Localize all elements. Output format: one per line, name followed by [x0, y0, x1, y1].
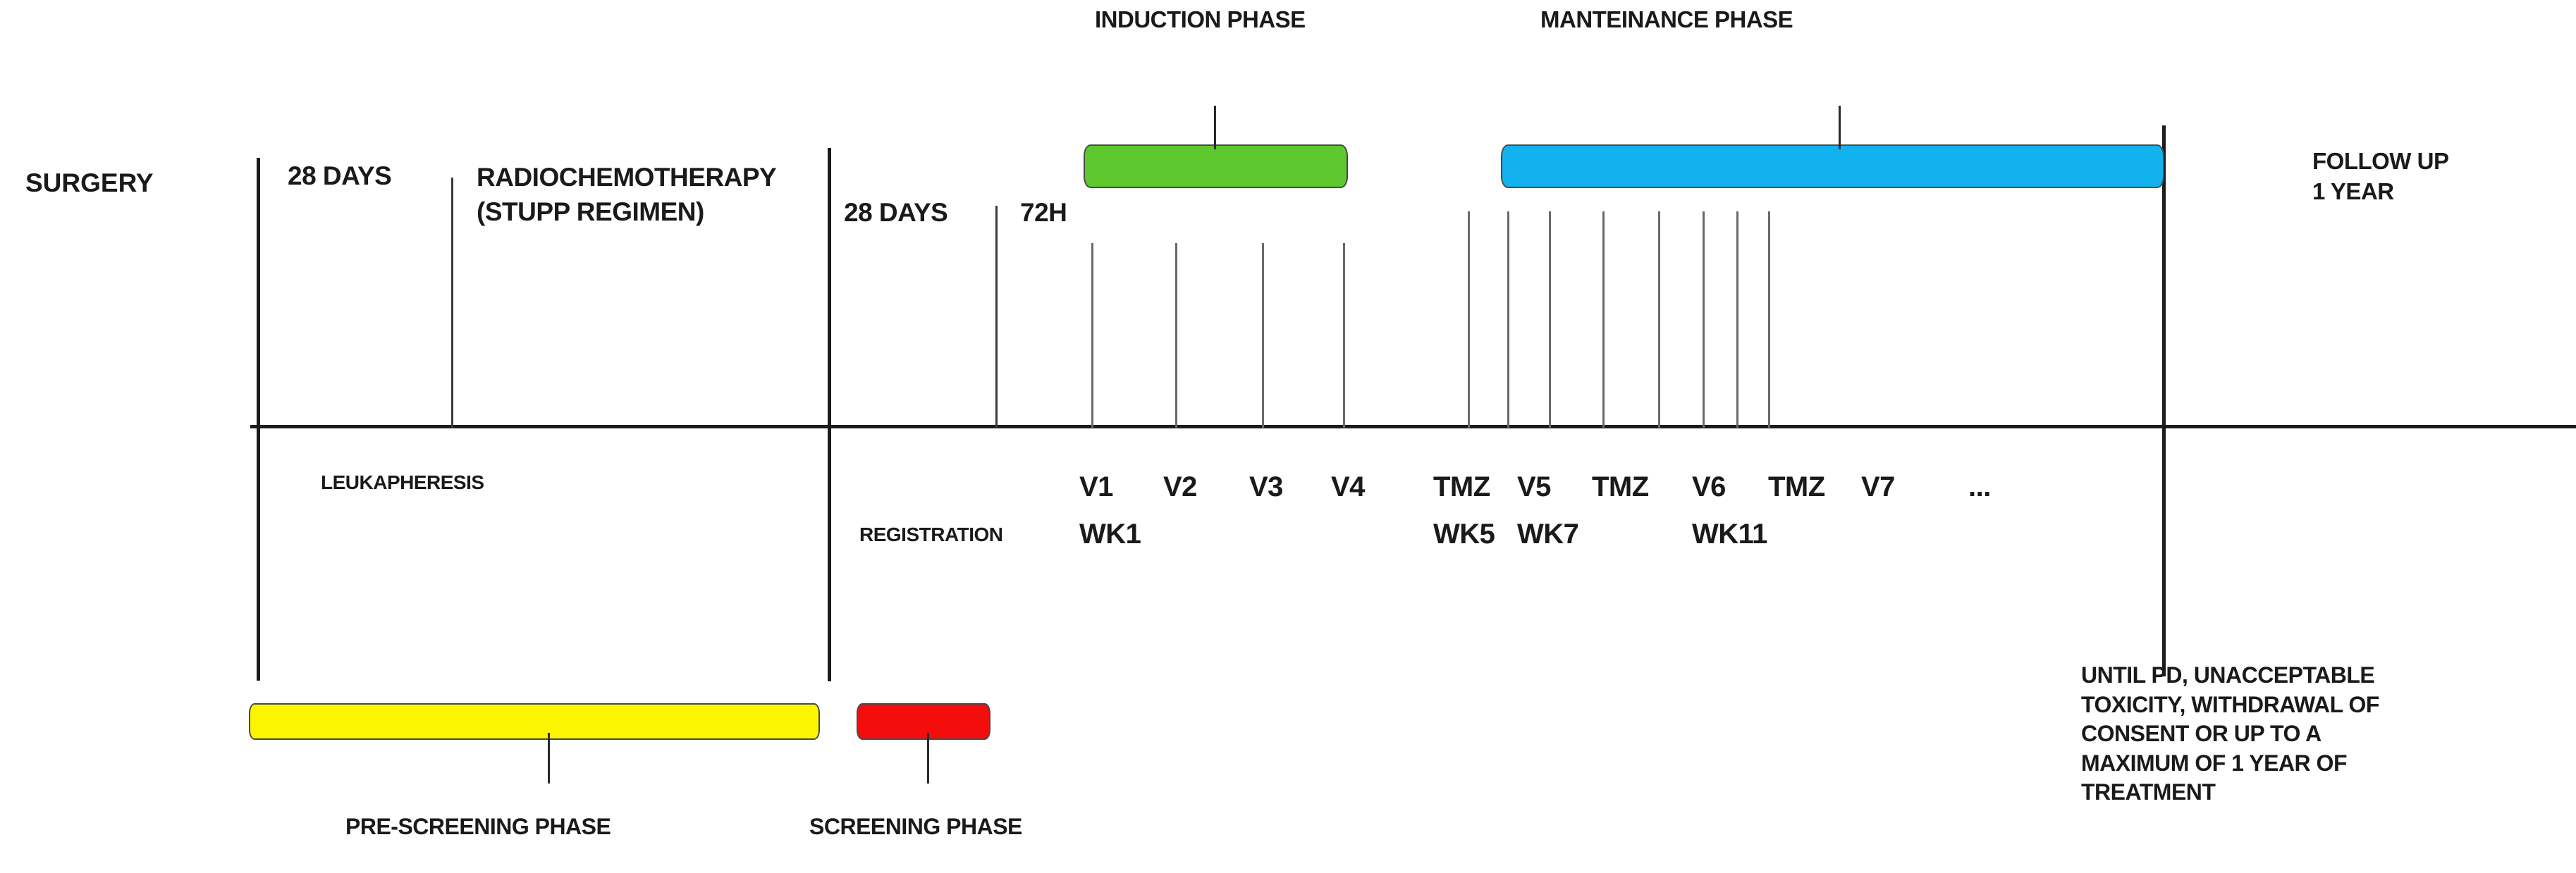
tick-extra-1 — [1736, 211, 1738, 428]
divider-leukapheresis — [451, 178, 453, 428]
timeline-axis — [250, 425, 2576, 428]
screening-pointer-stem — [927, 733, 929, 784]
visit-label-v1: V1 — [1079, 471, 1113, 502]
divider-surgery — [257, 158, 260, 681]
tick-v7 — [1703, 211, 1705, 428]
tick-tmz-1 — [1468, 211, 1470, 428]
visit-sublabel-v5: WK7 — [1517, 519, 1579, 550]
induction-phase-title: INDUCTION PHASE — [1095, 6, 1306, 32]
divider-end-of-treatment — [2162, 125, 2166, 676]
visit-label-v7: V7 — [1861, 471, 1895, 502]
end-note-line2: TOXICITY, WITHDRAWAL OF — [2081, 691, 2379, 717]
tick-v2 — [1175, 243, 1177, 428]
visit-sublabel-tmz-1: WK5 — [1433, 519, 1495, 550]
visit-label-v3: V3 — [1249, 471, 1283, 502]
visit-label-v4: V4 — [1331, 471, 1365, 502]
visit-label-v2: V2 — [1163, 471, 1197, 502]
end-note-line1: UNTIL PD, UNACCEPTABLE — [2081, 662, 2375, 688]
end-note-line3: CONSENT OR UP TO A — [2081, 721, 2322, 747]
maintenance-phase-pointer-stem — [1839, 106, 1841, 149]
visit-sublabel-v6: WK11 — [1692, 519, 1767, 550]
segment-label-radiochemotherapy-line2: (STUPP REGIMEN) — [477, 197, 704, 226]
follow-up-line2: 1 YEAR — [2312, 178, 2394, 204]
tick-v1 — [1091, 243, 1093, 428]
maintenance-phase-bar — [1501, 144, 2164, 188]
screening-phase-bar — [857, 703, 990, 740]
visit-sublabel-v1: WK1 — [1079, 519, 1141, 550]
follow-up-line1: FOLLOW UP — [2312, 148, 2449, 174]
tick-v5 — [1507, 211, 1509, 428]
leukapheresis-label: LEUKAPHERESIS — [321, 471, 484, 493]
end-note-line5: TREATMENT — [2081, 779, 2216, 805]
visit-label-v6: V6 — [1692, 471, 1726, 502]
segment-label-72h: 72H — [1020, 198, 1067, 227]
divider-72h-start — [995, 206, 998, 428]
maintenance-phase-title: MANTEINANCE PHASE — [1540, 6, 1793, 32]
timeline-start-label-surgery: SURGERY — [25, 168, 154, 197]
pre-screening-pointer-stem — [548, 733, 550, 784]
segment-label-28-days-1: 28 DAYS — [288, 161, 392, 190]
segment-label-28-days-2: 28 DAYS — [844, 198, 948, 227]
screening-phase-caption: SCREENING PHASE — [809, 814, 1022, 839]
visit-label-v5: V5 — [1517, 471, 1551, 502]
end-of-treatment-note: UNTIL PD, UNACCEPTABLE TOXICITY, WITHDRA… — [2081, 661, 2379, 807]
tick-v6 — [1602, 211, 1605, 428]
pre-screening-phase-caption: PRE-SCREENING PHASE — [345, 814, 611, 839]
tick-extra-2 — [1768, 211, 1770, 428]
tick-tmz-3 — [1658, 211, 1660, 428]
tick-v4 — [1343, 243, 1345, 428]
pre-screening-phase-bar — [249, 703, 820, 740]
tick-v3 — [1262, 243, 1264, 428]
divider-registration — [828, 148, 831, 681]
end-note-line4: MAXIMUM OF 1 YEAR OF — [2081, 750, 2347, 776]
registration-label: REGISTRATION — [859, 524, 1003, 545]
follow-up-note: FOLLOW UP 1 YEAR — [2312, 147, 2449, 207]
induction-phase-pointer-stem — [1214, 106, 1216, 149]
visit-label-tmz-2: TMZ — [1592, 471, 1649, 502]
visit-label-tmz-1: TMZ — [1433, 471, 1490, 502]
tick-tmz-2 — [1549, 211, 1551, 428]
visit-label-ellipsis: ... — [1968, 471, 1991, 502]
segment-label-radiochemotherapy-line1: RADIOCHEMOTHERAPY — [477, 163, 777, 192]
induction-phase-bar — [1084, 144, 1348, 188]
visit-label-tmz-3: TMZ — [1768, 471, 1825, 502]
